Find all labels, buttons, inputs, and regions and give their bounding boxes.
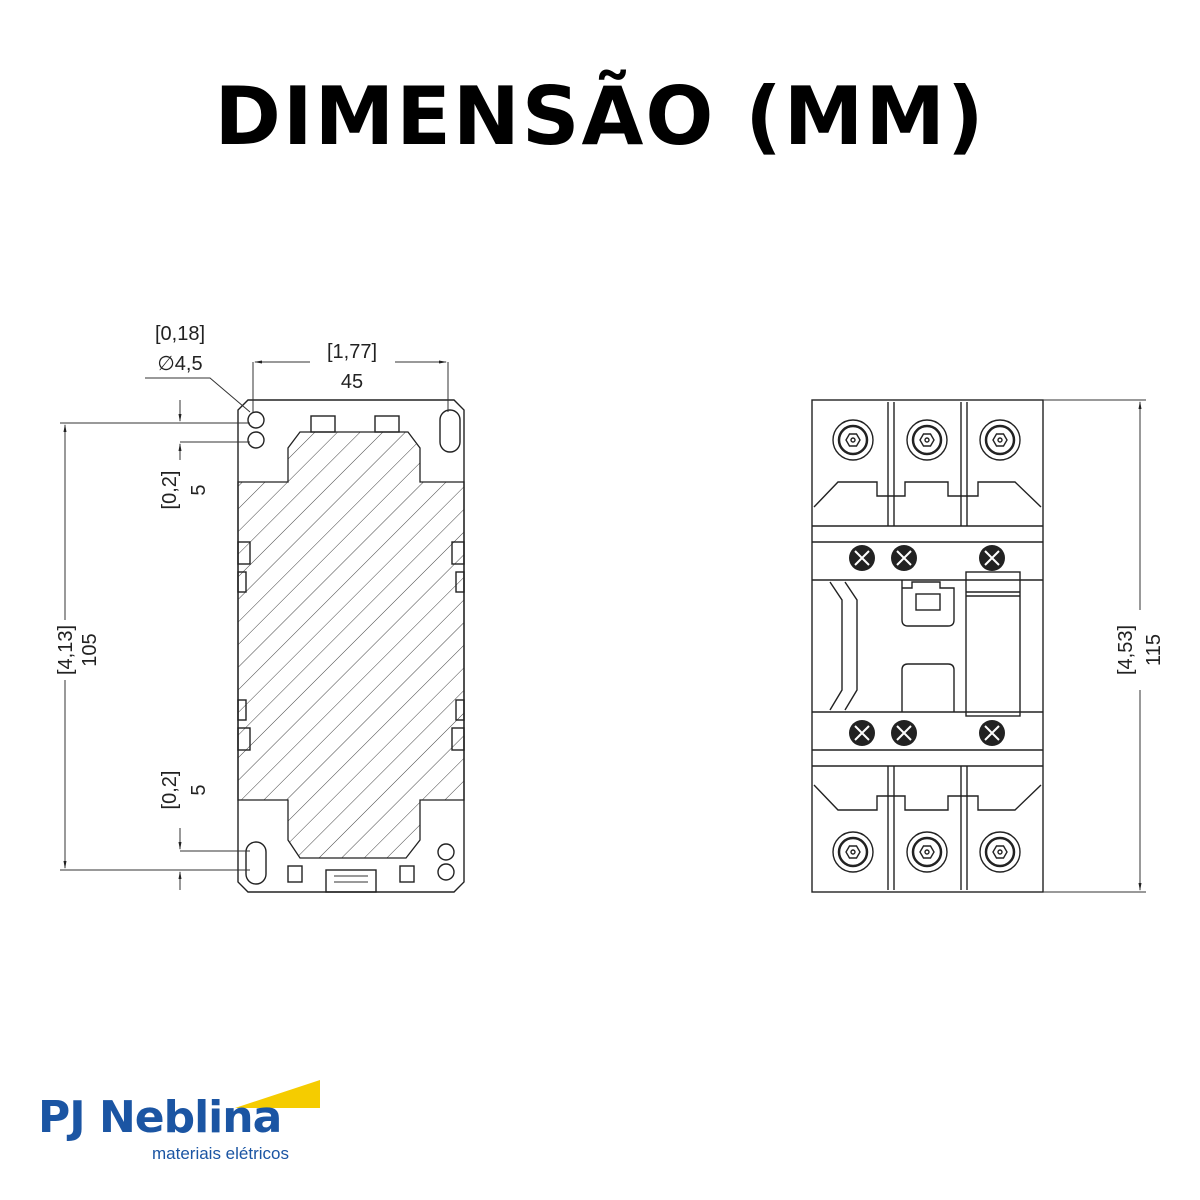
side-height-mm-label: 115 <box>1143 634 1165 666</box>
brand-logo: PJ Neblina materiais elétricos <box>38 1078 328 1168</box>
slot-top-mm-label: 5 <box>188 484 210 495</box>
terminal-screws <box>832 419 1021 873</box>
side-height-inch-label: [4,53] <box>1115 625 1137 675</box>
hole-inch-label: [0,18] <box>155 323 205 345</box>
logo-tagline: materiais elétricos <box>152 1144 289 1163</box>
width-inch-label: [1,77] <box>327 341 377 363</box>
slot-bottom-left <box>245 841 267 885</box>
logo-yellow-shape <box>235 1080 320 1108</box>
side-view: [4,53] 115 <box>811 399 1165 893</box>
keyhole-bottom-right <box>437 843 455 881</box>
page-title: DIMENSÃO (MM) <box>214 70 986 163</box>
logo-name: PJ Neblina <box>38 1092 282 1143</box>
width-mm-label: 45 <box>341 371 363 393</box>
hole-mm-label: ∅4,5 <box>157 353 202 375</box>
slot-top-inch-label: [0,2] <box>159 471 181 510</box>
keyhole-top-left <box>247 411 265 449</box>
slot-bottom-inch-label: [0,2] <box>159 771 181 810</box>
slot-top-right <box>439 409 461 453</box>
height-mm-label: 105 <box>79 633 101 666</box>
height-inch-label: [4,13] <box>55 625 77 675</box>
front-view: [1,77] 45 [0,18] ∅4,5 [4,13] 105 [0,2] 5… <box>55 323 465 893</box>
hatched-area <box>237 431 465 859</box>
slot-bottom-mm-label: 5 <box>188 784 210 795</box>
